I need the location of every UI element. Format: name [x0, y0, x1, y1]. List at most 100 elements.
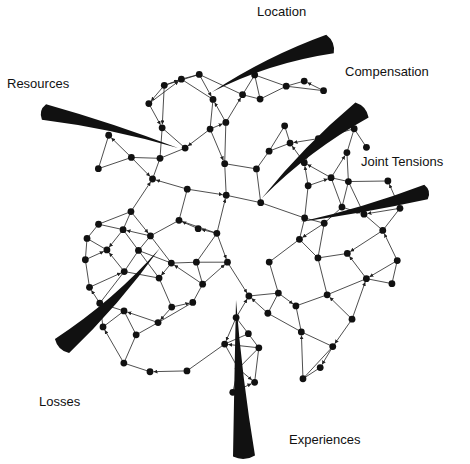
- network-link: [226, 195, 261, 202]
- network-link: [179, 189, 187, 220]
- network-link: [305, 186, 309, 218]
- network-dot: [245, 293, 252, 300]
- network-link: [366, 279, 392, 284]
- network-dot: [251, 379, 258, 386]
- network-link: [131, 182, 151, 212]
- network-link: [196, 262, 227, 263]
- network-dot: [86, 284, 93, 291]
- network-link: [302, 223, 324, 237]
- network-link: [225, 164, 227, 196]
- network-link: [384, 234, 397, 261]
- network-dot: [221, 341, 228, 348]
- network-link: [331, 178, 342, 207]
- network-dot: [344, 250, 351, 257]
- network-link: [210, 99, 213, 129]
- network-link: [268, 313, 301, 332]
- theme-label: Location: [256, 4, 307, 19]
- network-dot: [104, 247, 111, 254]
- network-link: [348, 180, 387, 182]
- network-dot: [266, 148, 273, 155]
- network-dot: [344, 149, 351, 156]
- network-link: [150, 220, 179, 236]
- network-dot: [397, 205, 404, 212]
- network-dot: [328, 174, 335, 181]
- network-link: [243, 75, 255, 95]
- network-dot: [379, 227, 386, 234]
- network-link: [255, 75, 260, 99]
- network-link: [164, 74, 199, 85]
- network-link: [299, 239, 317, 258]
- network-dot: [156, 275, 163, 282]
- network-link: [255, 348, 259, 382]
- theme-label: Resources: [6, 76, 70, 91]
- theme-label: Experiences: [288, 432, 362, 447]
- network-dot: [184, 367, 191, 374]
- network-dot: [121, 268, 128, 275]
- network-link: [98, 135, 108, 168]
- network-dot: [317, 364, 324, 371]
- network-dot: [168, 260, 175, 267]
- network-dot: [281, 122, 288, 129]
- network-link: [268, 293, 279, 313]
- network-dot: [145, 100, 152, 107]
- network-dot: [193, 259, 200, 266]
- network-link: [85, 260, 89, 288]
- network-dot: [315, 255, 322, 262]
- network-dot: [305, 182, 312, 189]
- network-link: [187, 344, 225, 371]
- network-dot: [264, 310, 271, 317]
- network-dot: [239, 91, 246, 98]
- network-link: [255, 75, 287, 86]
- network-dot: [301, 78, 308, 85]
- network-dot: [155, 319, 162, 326]
- network-dot: [321, 220, 328, 227]
- network-link: [98, 157, 131, 168]
- network-link: [225, 164, 257, 169]
- network-link: [226, 98, 241, 123]
- network-dot: [394, 257, 401, 264]
- network-link: [171, 262, 196, 264]
- network-link: [181, 79, 213, 99]
- network-link: [301, 332, 332, 347]
- network-link: [228, 344, 259, 347]
- network-dot: [128, 208, 135, 215]
- network-link: [149, 81, 179, 103]
- network-dot: [339, 204, 346, 211]
- network-link: [217, 233, 226, 259]
- network-dot: [100, 324, 107, 331]
- network-dot: [224, 259, 231, 266]
- network-dot: [147, 368, 154, 375]
- theme-label: Losses: [38, 394, 81, 409]
- network-link: [136, 323, 158, 335]
- network-link: [89, 273, 121, 287]
- network-link: [138, 250, 159, 278]
- network-dot: [199, 281, 206, 288]
- network-link: [369, 261, 397, 277]
- network-dot: [349, 316, 356, 323]
- network-dot: [222, 119, 229, 126]
- network-link: [347, 153, 348, 182]
- network-link: [124, 335, 136, 363]
- network-link: [318, 223, 324, 258]
- network-dot: [296, 236, 303, 243]
- network-dot: [182, 145, 189, 152]
- network-dot: [287, 140, 294, 147]
- network-link: [105, 330, 124, 363]
- brush-stroke: [233, 300, 255, 459]
- network-link: [187, 189, 222, 195]
- network-dot: [196, 71, 203, 78]
- network-dot: [257, 96, 264, 103]
- network-dot: [135, 247, 142, 254]
- network-link: [392, 261, 397, 284]
- network-link: [347, 129, 354, 153]
- theme-label: Compensation: [344, 64, 430, 79]
- network-link: [286, 86, 323, 90]
- network-dot: [95, 165, 102, 172]
- network-link: [99, 224, 124, 229]
- brush-stroke: [41, 104, 178, 148]
- network-dot: [320, 87, 327, 94]
- network-dot: [128, 154, 135, 161]
- network-dot: [363, 144, 370, 151]
- network-link: [307, 164, 331, 177]
- network-dot: [84, 235, 91, 242]
